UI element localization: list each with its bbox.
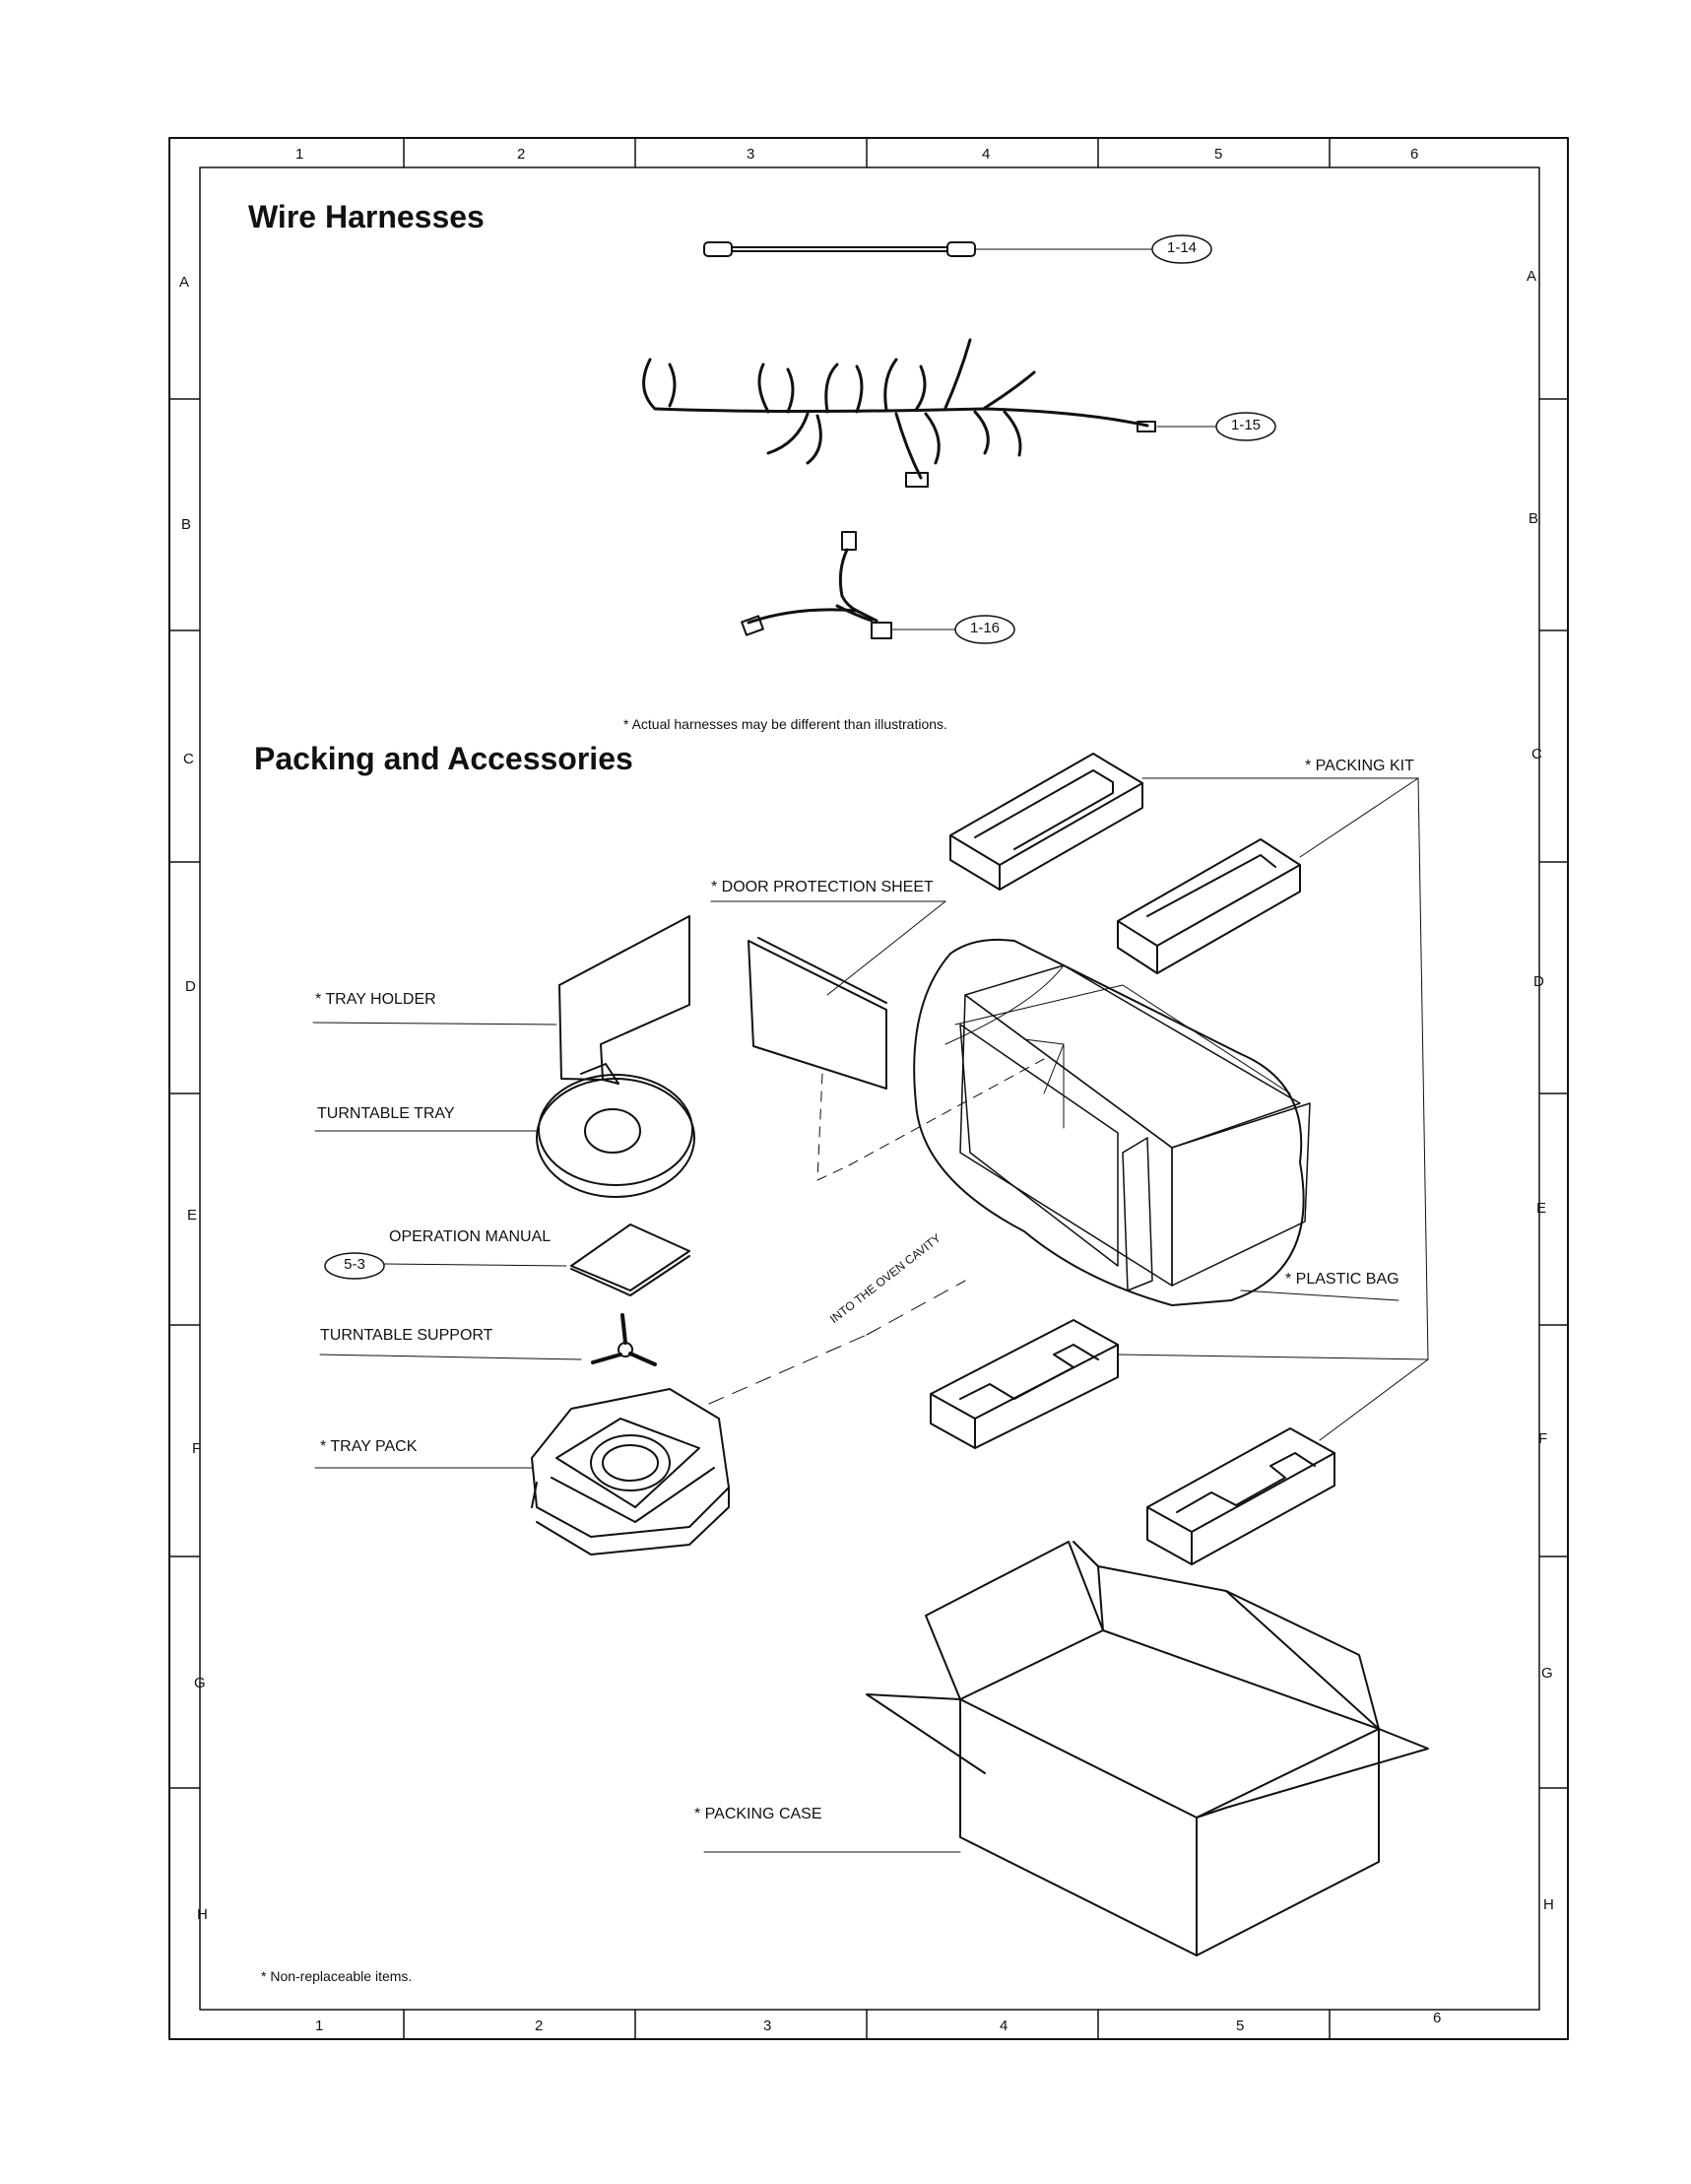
grid-row-c-right: C: [1531, 746, 1542, 762]
grid-col-3: 3: [747, 146, 755, 163]
grid-col-4: 4: [982, 146, 991, 163]
packing-case-illustration: [866, 1541, 1429, 1956]
wire-harnesses-title: Wire Harnesses: [248, 199, 485, 234]
turntable-tray-illustration: [536, 1074, 695, 1198]
packing-kit-top-left: [949, 753, 1143, 891]
harness-note: * Actual harnesses may be different than…: [623, 716, 947, 732]
label-door-protection-sheet: * DOOR PROTECTION SHEET: [711, 879, 934, 895]
label-turntable-support: TURNTABLE SUPPORT: [320, 1327, 493, 1344]
door-protection-sheet-illustration: [748, 937, 887, 1090]
grid-row-g-right: G: [1541, 1665, 1553, 1682]
grid-col-1-bottom: 1: [315, 2018, 324, 2034]
grid-row-e-right: E: [1536, 1200, 1547, 1217]
operation-manual-ref: 5-3: [344, 1256, 365, 1273]
label-plastic-bag: * PLASTIC BAG: [1285, 1271, 1399, 1288]
grid-row-e: E: [187, 1207, 198, 1224]
label-packing-kit: * PACKING KIT: [1305, 758, 1414, 774]
harness-1-16-illustration: [741, 531, 892, 639]
grid-col-6-bottom: 6: [1433, 2010, 1442, 2026]
grid-row-h: H: [197, 1906, 208, 1923]
tray-holder-illustration: [558, 915, 690, 1085]
packing-kit-top-right: [1117, 838, 1301, 974]
grid-row-h-right: H: [1543, 1896, 1554, 1913]
inner-frame: [199, 166, 1540, 2011]
grid-col-1: 1: [295, 146, 304, 163]
turntable-support-illustration: [591, 1313, 657, 1366]
grid-col-2: 2: [517, 146, 526, 163]
harness-1-14-illustration: [703, 241, 1153, 257]
grid-col-4-bottom: 4: [1000, 2018, 1008, 2034]
grid-row-g: G: [194, 1675, 206, 1691]
grid-ticks: [168, 137, 1569, 2040]
outer-frame: [168, 137, 1569, 2040]
grid-col-3-bottom: 3: [763, 2018, 772, 2034]
label-operation-manual: OPERATION MANUAL: [389, 1228, 552, 1245]
grid-col-5-bottom: 5: [1236, 2018, 1245, 2034]
tray-pack-illustration: [531, 1388, 730, 1555]
operation-manual-illustration: [570, 1224, 690, 1296]
grid-row-f: F: [192, 1440, 202, 1457]
grid-row-a: A: [179, 274, 190, 291]
label-tray-holder: * TRAY HOLDER: [315, 991, 436, 1008]
callout-1-16: 1-16: [969, 620, 1001, 636]
label-turntable-tray: TURNTABLE TRAY: [317, 1105, 455, 1122]
non-replaceable-note: * Non-replaceable items.: [261, 1968, 413, 1984]
microwave-in-plastic-bag: [913, 938, 1311, 1306]
harness-1-15-illustration: [642, 338, 1156, 488]
grid-col-5: 5: [1214, 146, 1223, 163]
grid-row-d: D: [185, 978, 196, 995]
grid-col-2-bottom: 2: [535, 2018, 544, 2034]
grid-col-6: 6: [1410, 146, 1419, 163]
grid-row-d-right: D: [1533, 973, 1544, 990]
label-tray-pack: * TRAY PACK: [320, 1438, 418, 1455]
label-packing-case: * PACKING CASE: [694, 1806, 822, 1822]
grid-row-c: C: [183, 751, 194, 767]
grid-row-b-right: B: [1528, 510, 1539, 527]
grid-row-f-right: F: [1538, 1430, 1548, 1447]
callout-1-14: 1-14: [1166, 239, 1198, 256]
grid-row-b: B: [181, 516, 192, 533]
packing-kit-bottom-right: [1146, 1427, 1335, 1565]
callout-1-15: 1-15: [1230, 417, 1262, 433]
packing-kit-bottom-left: [930, 1319, 1119, 1449]
packing-accessories-title: Packing and Accessories: [254, 741, 633, 776]
grid-row-a-right: A: [1527, 268, 1537, 285]
